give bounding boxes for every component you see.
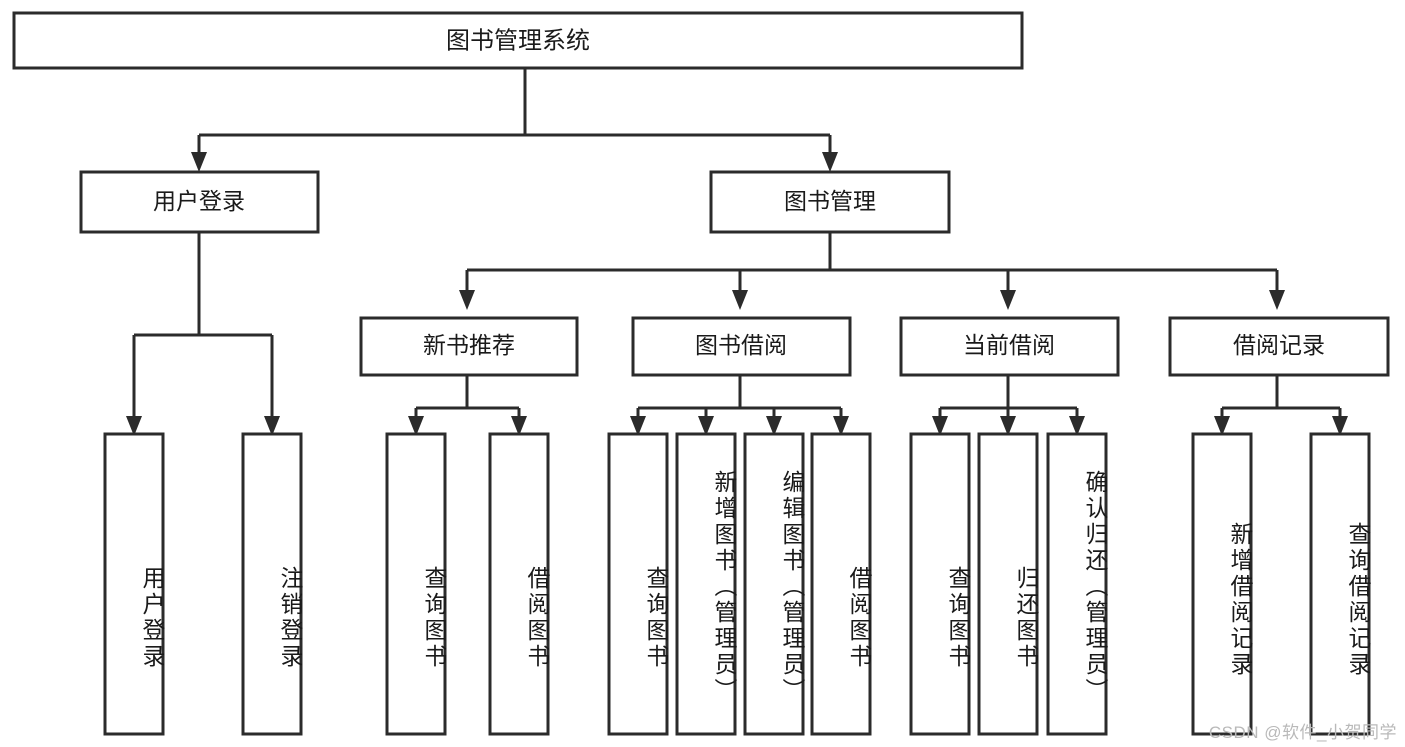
watermark-text: CSDN @软件_小贺同学 <box>1208 723 1397 742</box>
node-root-box[interactable] <box>12 11 1024 70</box>
connector-group-root <box>191 68 838 172</box>
node-new-book-recommend[interactable]: 新书推荐 <box>359 316 579 377</box>
arrow-book-manage-child-4 <box>1269 290 1285 310</box>
arrow-root-to-user-login <box>191 152 207 172</box>
node-root[interactable]: 图书管理系统 <box>12 11 1024 70</box>
node-current-borrow-box[interactable] <box>899 316 1120 377</box>
node-current-borrow[interactable]: 当前借阅 <box>899 316 1120 377</box>
node-new-book-recommend-box[interactable] <box>359 316 579 377</box>
node-new-book-recommend-label: 新书推荐 <box>423 332 515 358</box>
connector-group-book-borrow <box>630 375 849 436</box>
leaf-box-bookborrow-2[interactable] <box>675 432 737 736</box>
leaf-box-user-login-2[interactable] <box>241 432 303 736</box>
leaf-box-currentborrow-2[interactable] <box>977 432 1039 736</box>
connector-group-borrow-record <box>1214 375 1348 436</box>
node-book-borrow-label: 图书借阅 <box>695 332 787 358</box>
node-current-borrow-label: 当前借阅 <box>963 332 1055 358</box>
arrow-book-manage-child-3 <box>1000 290 1016 310</box>
arrow-root-to-book-manage <box>822 152 838 172</box>
node-borrow-record-label: 借阅记录 <box>1233 332 1325 358</box>
node-user-login-label: 用户登录 <box>153 188 245 214</box>
leaf-box-bookborrow-4[interactable] <box>810 432 872 736</box>
leaf-box-borrowrecord-1[interactable] <box>1191 432 1253 736</box>
leaf-box-borrowrecord-2[interactable] <box>1309 432 1371 736</box>
node-user-login[interactable]: 用户登录 <box>79 170 320 234</box>
node-borrow-record[interactable]: 借阅记录 <box>1168 316 1390 377</box>
arrow-book-manage-child-1 <box>459 290 475 310</box>
node-book-borrow[interactable]: 图书借阅 <box>631 316 852 377</box>
connector-group-user-login <box>126 232 280 436</box>
connector-group-book-manage <box>459 232 1285 310</box>
node-book-borrow-box[interactable] <box>631 316 852 377</box>
leaf-box-bookborrow-3[interactable] <box>743 432 805 736</box>
leaf-box-user-login-1[interactable] <box>103 432 165 736</box>
leaf-box-currentborrow-1[interactable] <box>909 432 971 736</box>
connector-group-current-borrow <box>932 375 1085 436</box>
node-book-manage-box[interactable] <box>709 170 951 234</box>
leaf-box-newbook-1[interactable] <box>385 432 447 736</box>
leaf-box-currentborrow-3[interactable] <box>1046 432 1108 736</box>
connector-group-new-book-recommend <box>408 375 527 436</box>
node-root-label: 图书管理系统 <box>446 27 590 54</box>
leaf-box-newbook-2[interactable] <box>488 432 550 736</box>
node-borrow-record-box[interactable] <box>1168 316 1390 377</box>
node-book-manage-label: 图书管理 <box>784 188 876 214</box>
node-book-manage[interactable]: 图书管理 <box>709 170 951 234</box>
arrow-book-manage-child-2 <box>732 290 748 310</box>
node-user-login-box[interactable] <box>79 170 320 234</box>
leaf-box-bookborrow-1[interactable] <box>607 432 669 736</box>
